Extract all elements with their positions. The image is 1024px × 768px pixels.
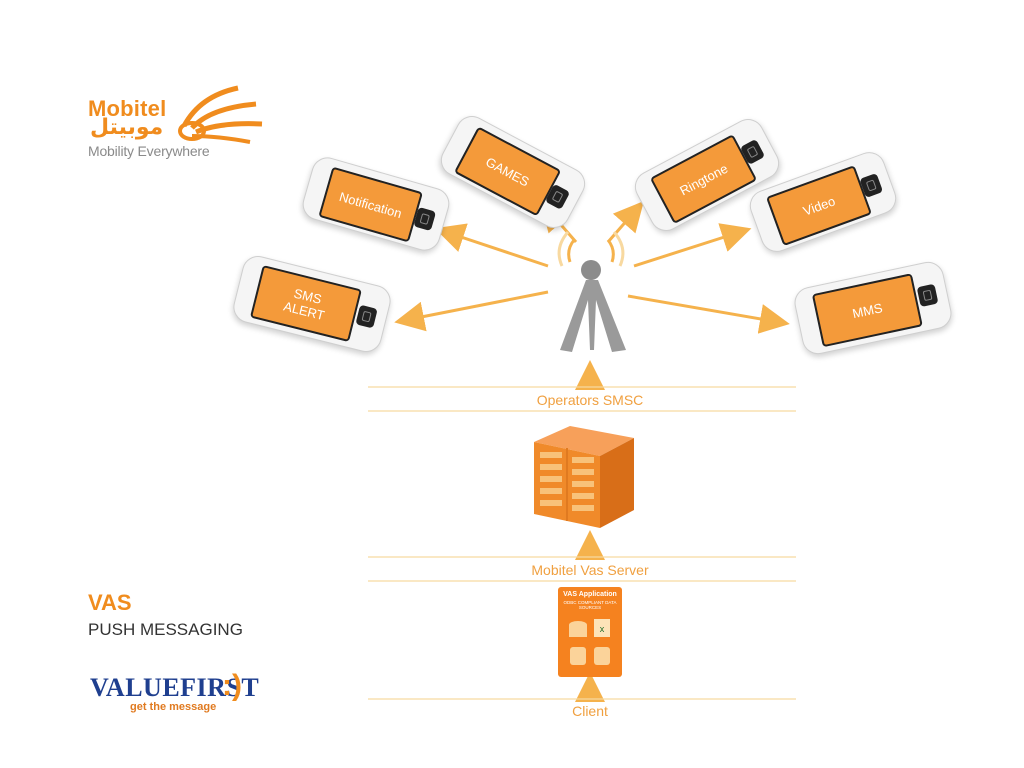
svg-text:x: x [600,624,605,634]
valuefirst-logo-text: VALUEFIRST [90,673,260,702]
page-title: VAS [88,590,132,615]
arrow-to-ringtone [606,200,644,243]
valuefirst-smile-icon: :) [222,669,242,702]
arrow-to-sms-alert [394,290,549,332]
arrow-to-notification [434,223,549,268]
server-rack-icon [534,426,634,528]
arrow-to-mms [627,294,790,334]
phone-home-button-icon [916,283,939,308]
page-subtitle: PUSH MESSAGING [88,620,243,639]
mobitel-tagline: Mobility Everywhere [88,143,210,159]
mobitel-logo-text: Mobitel [88,96,167,121]
phone-home-button-icon [355,304,378,329]
data-sources-icon: x [569,619,610,665]
valuefirst-tagline: get the message [130,701,217,713]
arrow-to-video [633,223,752,268]
tower-icon [557,231,626,352]
operators-smsc-label: Operators SMSC [536,392,644,408]
mobitel-logo-arabic: موبيتل [90,115,164,140]
vas-application-box: VAS Application ODBC COMPLIANT DATA SOUR… [558,587,622,677]
client-label: Client [572,703,608,719]
vas-app-subtitle: ODBC COMPLIANT DATA SOURCES [563,600,617,610]
vas-app-title: VAS Application [563,591,617,598]
vas-server-label: Mobitel Vas Server [531,562,649,578]
mobitel-logo-rays-icon [178,85,263,144]
phone-home-button-icon [413,206,437,232]
